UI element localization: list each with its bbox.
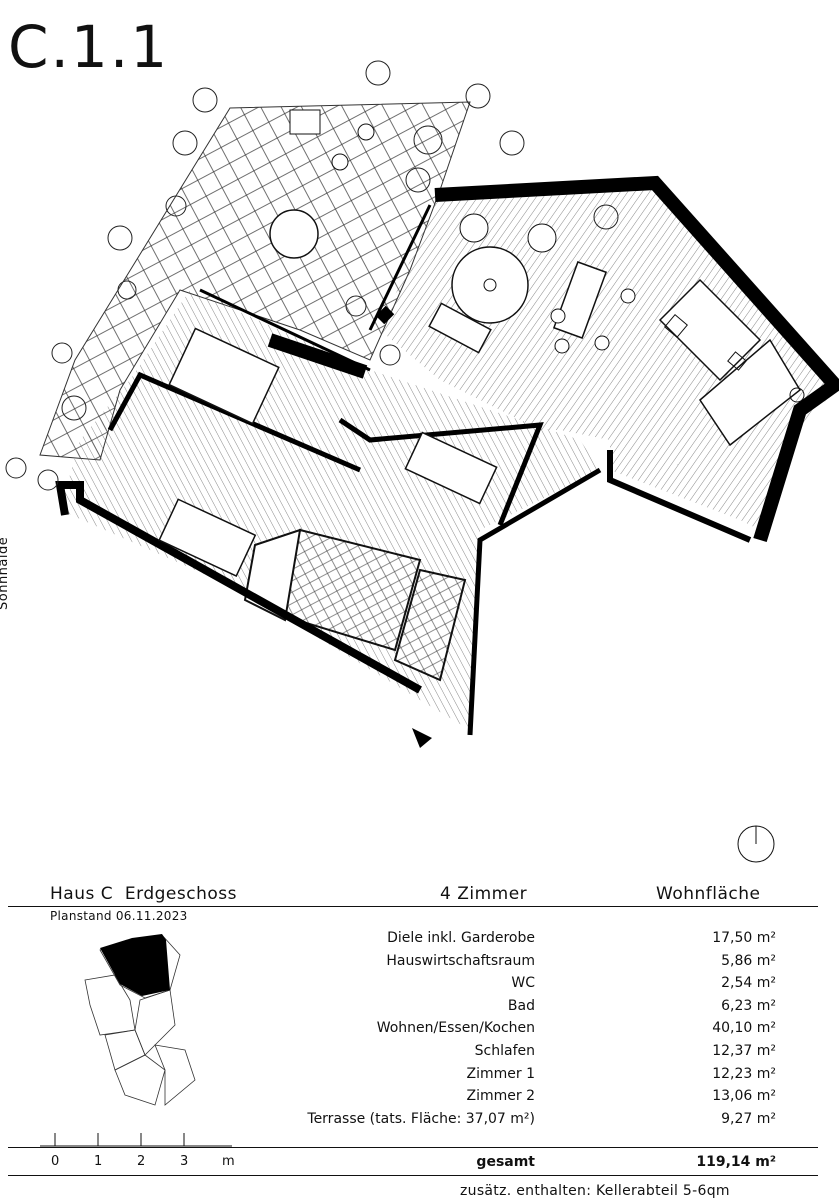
room-name: Terrasse (tats. Fläche: 37,07 m²): [307, 1110, 535, 1127]
wall-e: [199, 288, 371, 372]
area-list: 17,50 m² 5,86 m² 2,54 m² 6,23 m² 40,10 m…: [640, 927, 776, 1130]
outer-wall-bedrooms: [55, 481, 422, 694]
rooms-count: 4 Zimmer: [440, 884, 528, 904]
floor-plan: [5, 60, 839, 748]
scale-tick-label: 3: [180, 1154, 189, 1169]
wall-f: [368, 204, 432, 331]
bed-room2: [158, 498, 257, 578]
wall-c: [107, 371, 361, 473]
plan-date: Planstand 06.11.2023: [50, 909, 188, 923]
room-area: 40,10 m²: [712, 1020, 776, 1037]
building-label: Haus C Erdgeschoss: [50, 884, 237, 904]
scale-tick-label: 0: [51, 1154, 60, 1169]
room-area: 13,06 m²: [712, 1088, 776, 1105]
room-name: Zimmer 1: [466, 1065, 535, 1082]
room-area: 17,50 m²: [712, 930, 776, 946]
entry-arrow: [412, 728, 432, 748]
total-rule: [8, 1147, 818, 1148]
wc: [393, 568, 467, 682]
room-list: Diele inkl. Garderobe Hauswirtschaftsrau…: [290, 927, 535, 1130]
outer-wall-living-bottom: [607, 450, 752, 543]
shrubs: [5, 60, 619, 491]
wall-b: [375, 305, 395, 325]
room-area: 6,23 m²: [721, 997, 776, 1014]
wall-d: [338, 417, 544, 526]
total-label: gesamt: [476, 1154, 535, 1170]
room-area: 2,54 m²: [721, 975, 776, 992]
area-heading: Wohnfläche: [656, 884, 761, 904]
key-plan-highlight: [100, 934, 170, 996]
room-name: Bad: [507, 997, 535, 1014]
kitchen-island: [658, 278, 762, 382]
outer-wall-entry: [467, 467, 602, 736]
scale-tick-label: 1: [94, 1154, 103, 1169]
sofa: [428, 302, 492, 354]
dining-table: [552, 261, 608, 339]
kitchen-counter: [699, 338, 801, 447]
north-compass-icon: [737, 825, 775, 863]
bottom-rule: [8, 1175, 818, 1176]
room-area: 12,23 m²: [712, 1065, 776, 1082]
scale-bar: [40, 1133, 232, 1147]
room-name: WC: [511, 975, 535, 992]
apartment-title: C.1.1: [8, 13, 170, 81]
room-name: Zimmer 2: [466, 1088, 535, 1105]
scale-tick-label: 2: [137, 1154, 146, 1169]
extra-note: zusätz. enthalten: Kellerabteil 5-6qm: [460, 1183, 730, 1199]
bed-room1: [404, 431, 498, 505]
room-name: Wohnen/Essen/Kochen: [376, 1020, 535, 1037]
room-area: 12,37 m²: [712, 1042, 776, 1059]
wall-a: [267, 333, 368, 379]
terrace-table: [269, 209, 319, 259]
header-rule: [8, 906, 818, 907]
total-value: 119,14 m²: [696, 1154, 776, 1170]
room-area: 9,27 m²: [721, 1110, 776, 1127]
outer-wall-living: [434, 175, 839, 543]
key-plan: [84, 934, 196, 1106]
scale-unit: m: [222, 1154, 235, 1169]
round-rug: [451, 246, 529, 324]
room-name: Diele inkl. Garderobe: [387, 930, 535, 946]
bed-master: [168, 327, 280, 425]
room-name: Hauswirtschaftsraum: [386, 952, 535, 969]
room-area: 5,86 m²: [721, 952, 776, 969]
room-name: Schlafen: [474, 1042, 535, 1059]
